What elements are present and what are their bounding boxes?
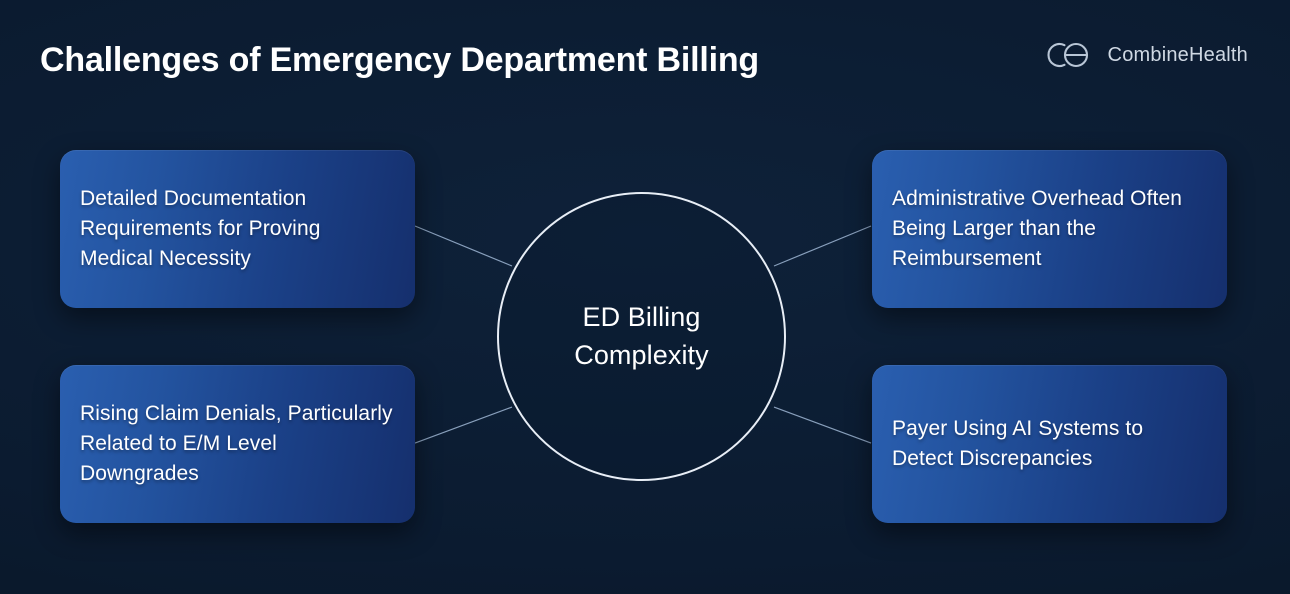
card-administrative-overhead[interactable]: Administrative Overhead Often Being Larg… xyxy=(872,150,1227,308)
hub-circle: ED Billing Complexity xyxy=(497,192,786,481)
card-text: Payer Using AI Systems to Detect Discrep… xyxy=(892,417,1144,470)
card-payer-ai-systems[interactable]: Payer Using AI Systems to Detect Discrep… xyxy=(872,365,1227,523)
card-text: Administrative Overhead Often Being Larg… xyxy=(892,187,1183,270)
connector-bottom-right xyxy=(773,406,872,444)
connector-bottom-left xyxy=(414,406,513,444)
hub-label-line-1: ED Billing xyxy=(582,302,701,333)
combinehealth-logo-icon xyxy=(1047,42,1088,68)
hub-label: ED Billing Complexity xyxy=(532,299,752,374)
card-detailed-documentation[interactable]: Detailed Documentation Requirements for … xyxy=(60,150,415,308)
connector-top-left xyxy=(414,225,513,267)
connector-top-right xyxy=(773,225,872,267)
hub-label-line-2: Complexity xyxy=(574,339,709,370)
card-text: Detailed Documentation Requirements for … xyxy=(80,187,321,270)
page-title: Challenges of Emergency Department Billi… xyxy=(40,41,759,79)
card-text: Rising Claim Denials, Particularly Relat… xyxy=(80,402,393,485)
brand-logo: CombineHealth xyxy=(1044,38,1248,72)
brand-name: CombineHealth xyxy=(1107,43,1248,66)
card-rising-claim-denials[interactable]: Rising Claim Denials, Particularly Relat… xyxy=(60,365,415,523)
